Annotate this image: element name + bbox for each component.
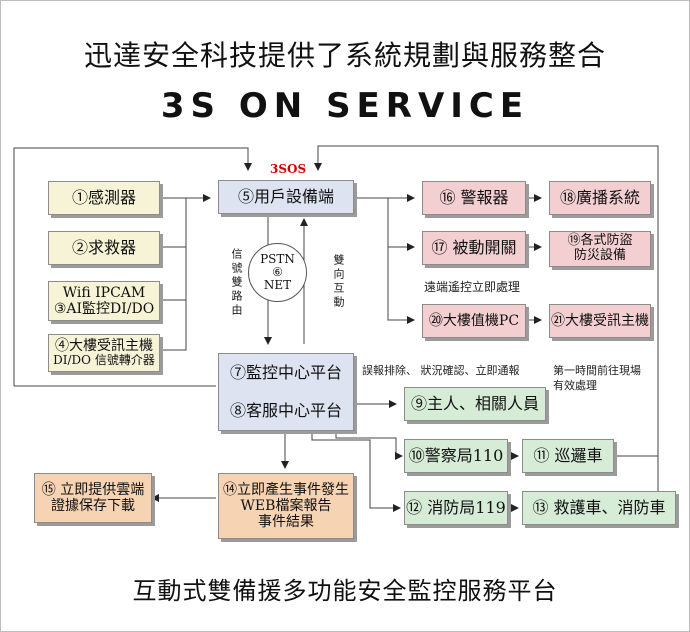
ipcam-label-1: Wifi IPCAM [62, 284, 146, 301]
network-line-3: NET [263, 278, 292, 293]
input-bus-line [160, 197, 187, 351]
cloud-box: ⑮ 立即提供雲端 證據保存下載 [34, 473, 152, 523]
loop-left-line [13, 147, 252, 386]
owner-label: ⑨主人、相關人員 [410, 393, 539, 413]
main-title: 迅達安全科技提供了系統規劃與服務整合 [83, 39, 606, 72]
rescue-label: ②求救器 [71, 237, 136, 257]
intercom-label-2: DI/DO 信號轉介器 [53, 353, 155, 368]
user-device-label: ⑤用戶設備端 [237, 186, 334, 206]
sensor-label: ①感測器 [71, 187, 136, 207]
broadcast-label: ⑱廣播系統 [559, 187, 640, 207]
cloud-label-1: ⑮ 立即提供雲端 [41, 481, 145, 498]
report-label-3: 事件結果 [258, 514, 314, 531]
3sos-label: 3SOS [270, 162, 307, 176]
service-title: 3S ON SERVICE [160, 86, 530, 126]
double-route-text: 信號雙路由 [230, 248, 243, 318]
alarm-box: ⑯ 警報器 [422, 181, 526, 215]
patrol-box: ⑪ 巡邏車 [522, 439, 614, 473]
right-note-1: 第一時間前往現場 [553, 364, 641, 377]
intercom-label-1: ④大樓受訊主機 [55, 338, 153, 355]
alarm-label: ⑯ 警報器 [439, 187, 509, 207]
sensor-box: ①感測器 [48, 181, 160, 215]
rescue-box: ②求救器 [48, 231, 160, 265]
ipcam-label-2: ③AI監控DI/DO [53, 301, 155, 317]
output-bus-line [354, 197, 415, 324]
user-device-box: ⑤用戶設備端 [218, 180, 354, 214]
broadcast-box: ⑱廣播系統 [549, 181, 651, 215]
building-host-label: ㉑大樓受訊主機 [551, 312, 649, 329]
fire-label: ⑫ 消防局119 [406, 497, 506, 517]
owner-box: ⑨主人、相關人員 [404, 387, 546, 421]
service-center-label: ⑧客服中心平台 [229, 400, 342, 420]
network-circle: PSTN ⑥ NET [248, 243, 307, 302]
network-line-2: ⑥ [272, 264, 283, 279]
remote-control-note: 遠端遙控立即處理 [424, 280, 521, 294]
two-way-text: 雙向互動 [332, 254, 345, 310]
report-label-2: WEB檔案報告 [240, 497, 332, 514]
ipcam-box: Wifi IPCAM ③AI監控DI/DO [48, 281, 160, 321]
monitor-center-label: ⑦監控中心平台 [229, 362, 342, 382]
building-pc-box: ⑳大樓值機PC [422, 304, 526, 338]
equipment-box: ⑲各式防盜 防災設備 [549, 231, 651, 267]
to-police-line [335, 432, 403, 460]
building-host-box: ㉑大樓受訊主機 [549, 304, 651, 338]
equipment-label-1: ⑲各式防盜 [567, 233, 633, 249]
report-label-1: ⑭立即產生事件發生 [223, 481, 349, 498]
police-label: ⑩警察局110 [408, 445, 504, 465]
switch-box: ⑰ 被動開關 [422, 231, 526, 265]
middle-note: 誤報排除、 狀況確認、立即通報 [362, 364, 520, 377]
equipment-label-2: 防災設備 [573, 248, 626, 263]
ambulance-label: ⑬ 救護車、消防車 [532, 497, 666, 517]
fire-box: ⑫ 消防局119 [404, 491, 508, 525]
footer-title: 互動式雙備援多功能安全監控服務平台 [132, 577, 558, 605]
building-pc-label: ⑳大樓值機PC [428, 312, 520, 329]
ambulance-box: ⑬ 救護車、消防車 [522, 491, 676, 525]
cloud-label-2: 證據保存下載 [51, 498, 135, 514]
network-line-1: PSTN [260, 251, 295, 266]
report-box: ⑭立即產生事件發生 WEB檔案報告 事件結果 [218, 473, 354, 539]
patrol-label: ⑪ 巡邏車 [533, 445, 603, 465]
switch-label: ⑰ 被動開關 [431, 237, 517, 257]
right-note-2: 有效處理 [553, 379, 597, 392]
police-box: ⑩警察局110 [404, 439, 508, 473]
intercom-box: ④大樓受訊主機 DI/DO 信號轉介器 [48, 334, 160, 372]
center-box: ⑦監控中心平台 ⑧客服中心平台 [218, 353, 354, 431]
